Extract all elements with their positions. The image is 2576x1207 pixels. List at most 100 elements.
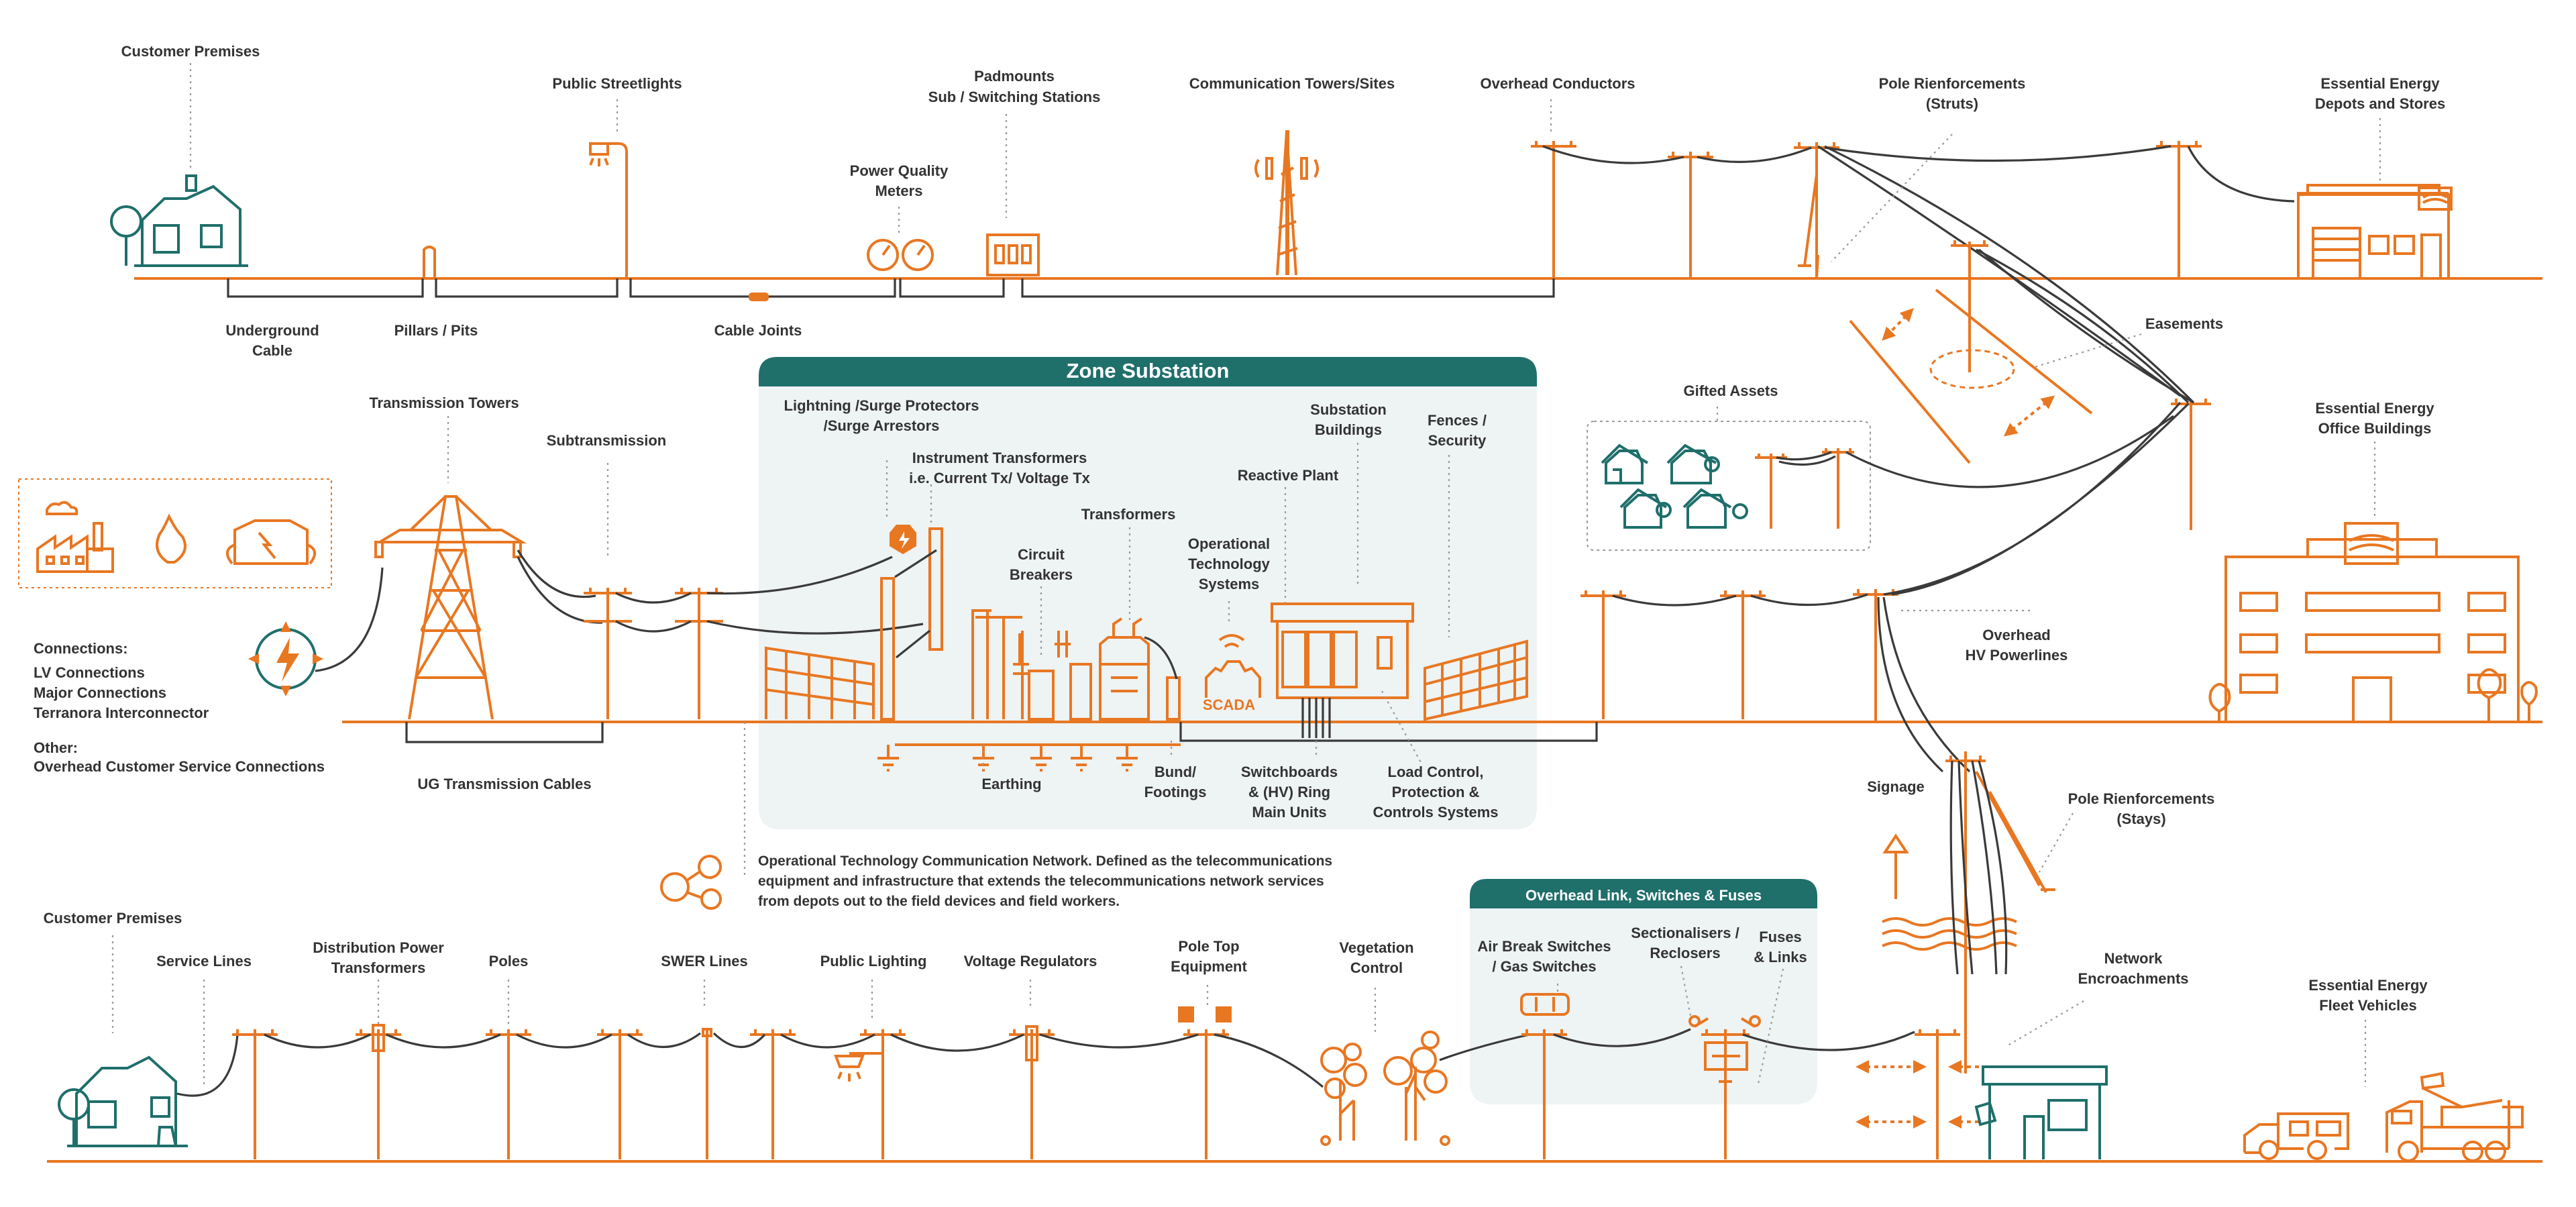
labels: Customer Premises Public Streetlights Pa… (34, 43, 2445, 1014)
label-instrument-1: Instrument Transformers (912, 450, 1087, 466)
label-other-title: Other: (34, 739, 78, 756)
label-switchboards-3: Main Units (1252, 804, 1326, 821)
subtransmission-poles (584, 588, 723, 719)
label-swer-lines: SWER Lines (661, 953, 748, 969)
zone-substation-panel: Zone Substation (759, 357, 1537, 829)
depots-building (2297, 184, 2453, 280)
label-switchboards-1: Switchboards (1241, 764, 1338, 780)
label-otcn-2: equipment and infrastructure that extend… (758, 874, 1324, 889)
communication-tower (1254, 130, 1319, 276)
label-switchboards-2: & (HV) Ring (1248, 784, 1330, 800)
label-fleet-2: Fleet Vehicles (2319, 997, 2417, 1014)
label-lightning-1: Lightning /Surge Protectors (784, 397, 979, 414)
pole-top-equipment (1178, 1006, 1194, 1022)
connections-icons (36, 501, 316, 573)
label-padmounts-1: Padmounts (974, 68, 1055, 85)
pillar (423, 246, 436, 278)
label-gifted-assets: Gifted Assets (1683, 382, 1778, 399)
label-load-control-3: Controls Systems (1373, 804, 1498, 821)
label-encroach-2: Encroachments (2078, 970, 2188, 987)
label-fences-1: Fences / (1428, 412, 1487, 429)
label-public-lighting: Public Lighting (820, 953, 927, 969)
label-conn-terranora: Terranora Interconnector (34, 704, 209, 721)
underground-cable (227, 278, 424, 298)
label-overhead-conductors: Overhead Conductors (1480, 75, 1635, 92)
strut-pole-right (2171, 399, 2211, 530)
label-fuses-2: & Links (1754, 949, 1807, 965)
label-otcn-3: from depots out to the field devices and… (758, 894, 1120, 909)
ug-transmission-cable (405, 722, 604, 743)
public-lighting (834, 1052, 883, 1082)
label-overhead-hv-1: Overhead (1982, 627, 2051, 643)
gifted-assets-icons (1601, 443, 1854, 529)
label-vegetation-2: Control (1350, 959, 1403, 976)
label-service-lines: Service Lines (156, 953, 252, 969)
label-vegetation-1: Vegetation (1339, 939, 1413, 956)
office-building (2208, 522, 2538, 723)
label-encroach-1: Network (2104, 950, 2163, 967)
label-ot-systems-1: Operational (1188, 535, 1270, 552)
transmission-tower (374, 495, 527, 720)
label-pole-top-1: Pole Top (1178, 938, 1239, 955)
label-pole-stays-1: Pole Rienforcements (2068, 790, 2215, 807)
label-overhead-hv-2: HV Powerlines (1966, 647, 2068, 664)
distribution-poles (232, 1024, 1229, 1159)
label-sub-buildings-2: Buildings (1315, 421, 1382, 438)
bottom-right-pole (1915, 1029, 1960, 1159)
encroachment-building (1974, 1065, 2108, 1159)
air-break-switch-pole (1520, 993, 1570, 1159)
label-office-1: Essential Energy (2315, 400, 2434, 417)
label-sub-buildings-1: Substation (1310, 401, 1387, 418)
label-sectionalisers-2: Reclosers (1650, 945, 1720, 961)
label-pole-top-2: Equipment (1171, 958, 1247, 975)
label-pole-stays-2: (Stays) (2116, 810, 2165, 827)
encroachment-arrows (1856, 1060, 1979, 1129)
label-customer-premises-bottom: Customer Premises (44, 910, 182, 927)
label-earthing: Earthing (981, 776, 1041, 792)
substation-building (1271, 602, 1414, 738)
label-otcn-1: Operational Technology Communication Net… (758, 853, 1332, 869)
label-bund-2: Footings (1144, 784, 1207, 800)
label-air-break-2: / Gas Switches (1492, 958, 1596, 975)
label-transformers: Transformers (1081, 506, 1176, 523)
power-quality-meters (867, 239, 934, 271)
label-bund-1: Bund/ (1155, 764, 1196, 780)
label-air-break-1: Air Break Switches (1477, 938, 1611, 955)
label-depots-2: Depots and Stores (2315, 95, 2445, 112)
label-underground-2: Cable (252, 342, 292, 359)
fleet-vehicles (2243, 1071, 2524, 1162)
label-dist-tx-1: Distribution Power (313, 939, 444, 956)
label-pole-struts-1: Pole Rienforcements (1879, 75, 2026, 92)
interconnector-icon (248, 621, 323, 696)
label-depots-1: Essential Energy (2320, 75, 2440, 92)
label-conn-major: Major Connections (34, 684, 166, 701)
label-ot-systems-2: Technology (1188, 556, 1271, 572)
scada-gear: SCADA (1203, 634, 1261, 713)
label-fleet-1: Essential Energy (2308, 977, 2428, 994)
label-subtransmission: Subtransmission (547, 432, 666, 449)
ground-lines (47, 277, 2542, 1163)
stay-pole (1945, 751, 2055, 1073)
label-signage: Signage (1867, 778, 1925, 795)
overhead-link-panel: Overhead Link, Switches & Fuses (1470, 879, 1817, 1104)
leader-lines (111, 63, 2381, 1088)
label-dist-tx-2: Transformers (331, 959, 426, 976)
label-fences-2: Security (1428, 432, 1487, 449)
label-easements: Easements (2145, 315, 2223, 332)
overhead-link-title: Overhead Link, Switches & Fuses (1525, 887, 1762, 904)
label-circuit-1: Circuit (1018, 546, 1065, 563)
label-power-quality-1: Power Quality (850, 162, 949, 179)
label-underground-1: Underground (225, 322, 319, 339)
zone-substation-title: Zone Substation (1067, 359, 1230, 382)
label-sectionalisers-1: Sectionalisers / (1631, 925, 1739, 941)
label-lightning-2: /Surge Arrestors (824, 417, 940, 434)
label-ot-systems-3: Systems (1199, 576, 1260, 592)
customer-premises-bottom (58, 1055, 188, 1147)
vegetation (1320, 1031, 1450, 1146)
label-load-control-2: Protection & (1392, 784, 1480, 800)
public-streetlight (589, 142, 628, 278)
label-cable-joints: Cable Joints (714, 322, 802, 339)
security-fence (1424, 639, 1528, 721)
gifted-assets-box (1587, 421, 1871, 551)
label-circuit-2: Breakers (1010, 566, 1073, 583)
